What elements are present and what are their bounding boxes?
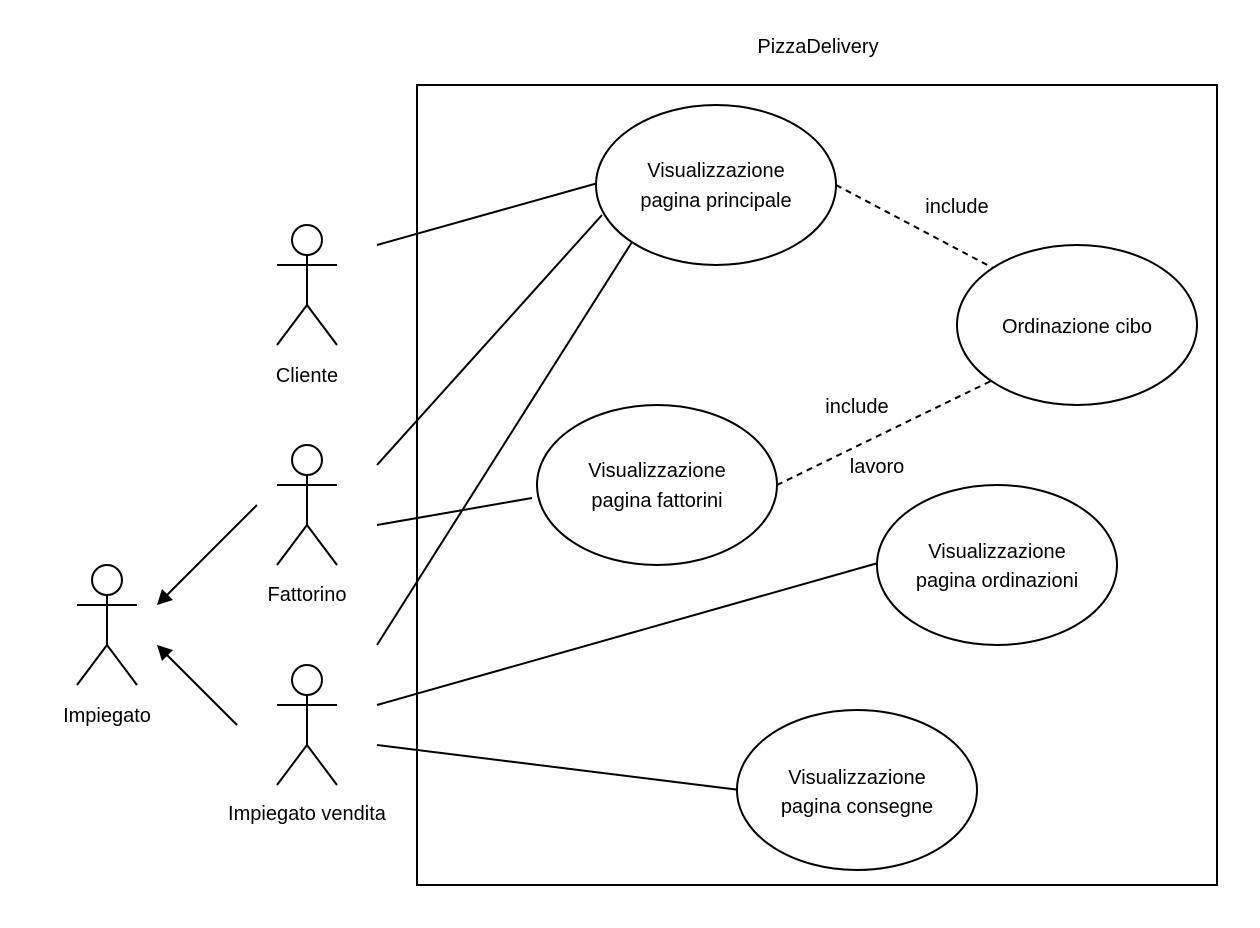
assoc-vendita-ordinazioni	[376, 562, 879, 706]
actor-label-cliente: Cliente	[276, 365, 338, 387]
relation-label-lavoro: lavoro	[850, 456, 904, 478]
actor-cliente	[276, 224, 338, 346]
actor-head	[291, 444, 323, 476]
usecase-label-line: Visualizzazione	[647, 160, 785, 182]
actor-left-leg	[276, 524, 308, 566]
usecase-label-line: pagina principale	[640, 190, 791, 212]
generalization-vendita-impiegato	[163, 651, 238, 726]
relation-label-include: include	[925, 196, 988, 218]
actor-right-leg	[106, 644, 138, 686]
actor-head	[291, 664, 323, 696]
usecase-label-line: Visualizzazione	[928, 541, 1066, 563]
arrowhead-vendita	[157, 645, 173, 661]
actor-label-fattorino: Fattorino	[268, 584, 347, 606]
actor-fattorino	[276, 444, 338, 566]
usecase-pagina-fattorini	[536, 404, 778, 566]
actor-head	[91, 564, 123, 596]
assoc-vendita-principale	[376, 241, 633, 646]
assoc-fattorino-principale	[376, 214, 603, 466]
system-title: PizzaDelivery	[757, 36, 878, 58]
assoc-cliente-principale	[376, 182, 599, 246]
actor-label-impiegato-vendita: Impiegato vendita	[228, 803, 387, 825]
usecase-label-line: pagina fattorini	[591, 490, 722, 512]
actor-label-impiegato: Impiegato	[63, 705, 151, 727]
include-principale-ordinazione	[835, 184, 994, 269]
usecase-label-line: Visualizzazione	[788, 767, 926, 789]
actor-head	[291, 224, 323, 256]
system-boundary	[416, 84, 1218, 886]
actor-left-leg	[76, 644, 108, 686]
generalization-fattorino-impiegato	[163, 504, 258, 599]
usecase-label-line: pagina consegne	[781, 796, 933, 818]
usecase-label-line: pagina ordinazioni	[916, 570, 1078, 592]
usecase-pagina-principale	[595, 104, 837, 266]
usecase-pagina-ordinazioni	[876, 484, 1118, 646]
actor-right-leg	[306, 524, 338, 566]
assoc-vendita-consegne	[376, 744, 741, 791]
include-fattorini-ordinazione	[776, 380, 992, 486]
relation-label-include: include	[825, 396, 888, 418]
usecase-ordinazione-cibo	[956, 244, 1198, 406]
actor-left-leg	[276, 304, 308, 346]
actor-right-leg	[306, 304, 338, 346]
assoc-fattorino-fattorini	[376, 497, 533, 526]
usecase-label-line: Ordinazione cibo	[1002, 316, 1152, 338]
usecase-label-line: Visualizzazione	[588, 460, 726, 482]
actor-right-leg	[306, 744, 338, 786]
usecase-pagina-consegne	[736, 709, 978, 871]
arrowhead-fattorino	[157, 589, 173, 605]
actor-impiegato	[76, 564, 138, 686]
actor-impiegato-vendita	[276, 664, 338, 786]
actor-left-leg	[276, 744, 308, 786]
